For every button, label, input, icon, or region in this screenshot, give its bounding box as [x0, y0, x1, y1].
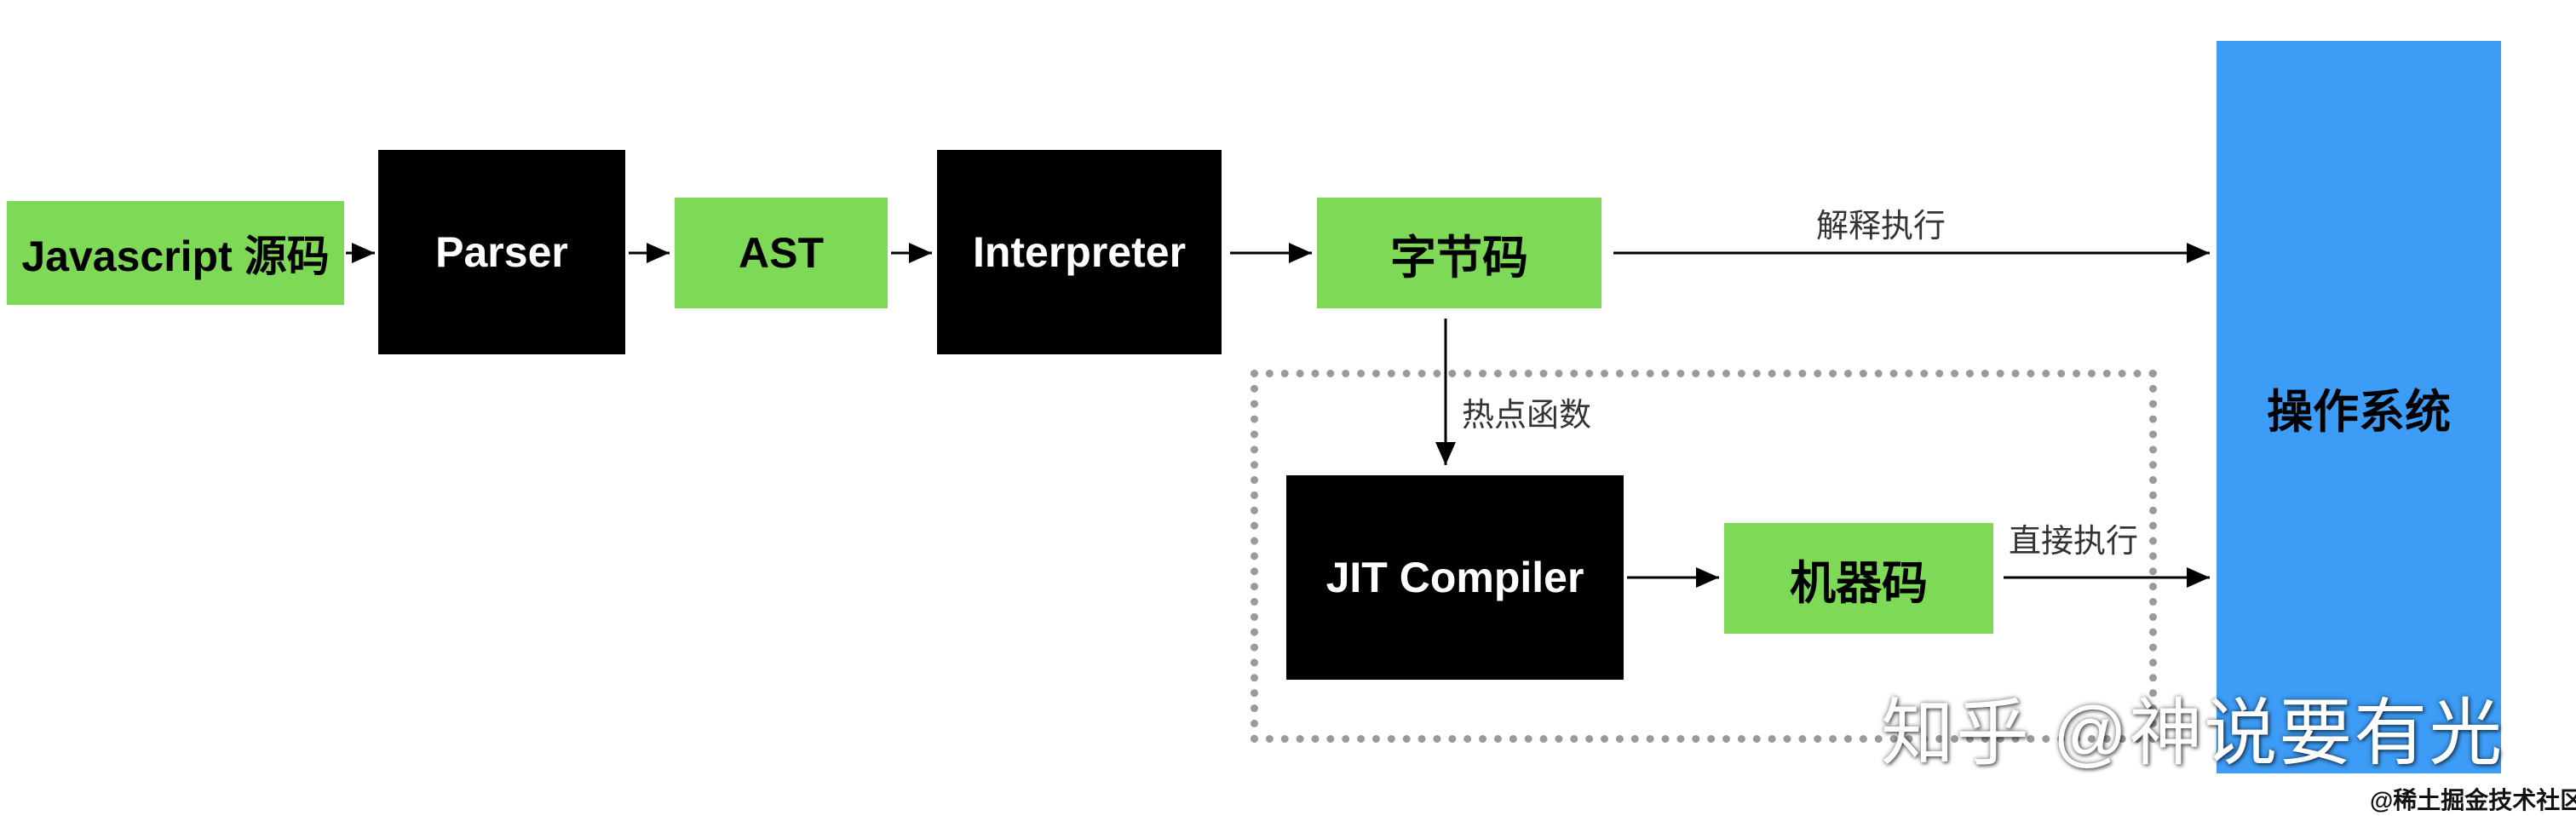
node-javascript-source-label: Javascript 源码 — [21, 233, 330, 280]
jit-region-dashed-border — [1251, 370, 2157, 743]
node-bytecode-label: 字节码 — [1390, 232, 1528, 284]
edge-label-interpret-exec: 解释执行 — [1816, 209, 1946, 244]
node-interpreter-label: Interpreter — [972, 228, 1187, 276]
node-ast: AST — [675, 198, 888, 308]
node-interpreter: Interpreter — [937, 150, 1222, 354]
edge-label-hot-function: 热点函数 — [1462, 398, 1592, 434]
node-bytecode: 字节码 — [1317, 198, 1601, 308]
zhihu-watermark: 知乎 @神说要有光 — [1881, 692, 2504, 774]
node-machine-code-label: 机器码 — [1790, 557, 1928, 609]
node-parser: Parser — [378, 150, 625, 354]
edge-label-direct-exec: 直接执行 — [2009, 524, 2139, 560]
node-javascript-source: Javascript 源码 — [7, 201, 344, 305]
node-operating-system: 操作系统 — [2217, 41, 2501, 773]
node-operating-system-label: 操作系统 — [2267, 386, 2451, 438]
node-machine-code: 机器码 — [1724, 523, 1993, 634]
node-parser-label: Parser — [435, 228, 568, 276]
node-jit-compiler-label: JIT Compiler — [1325, 554, 1584, 601]
node-ast-label: AST — [739, 229, 824, 277]
juejin-watermark: @稀土掘金技术社区 — [2370, 787, 2576, 813]
node-jit-compiler: JIT Compiler — [1286, 475, 1624, 680]
